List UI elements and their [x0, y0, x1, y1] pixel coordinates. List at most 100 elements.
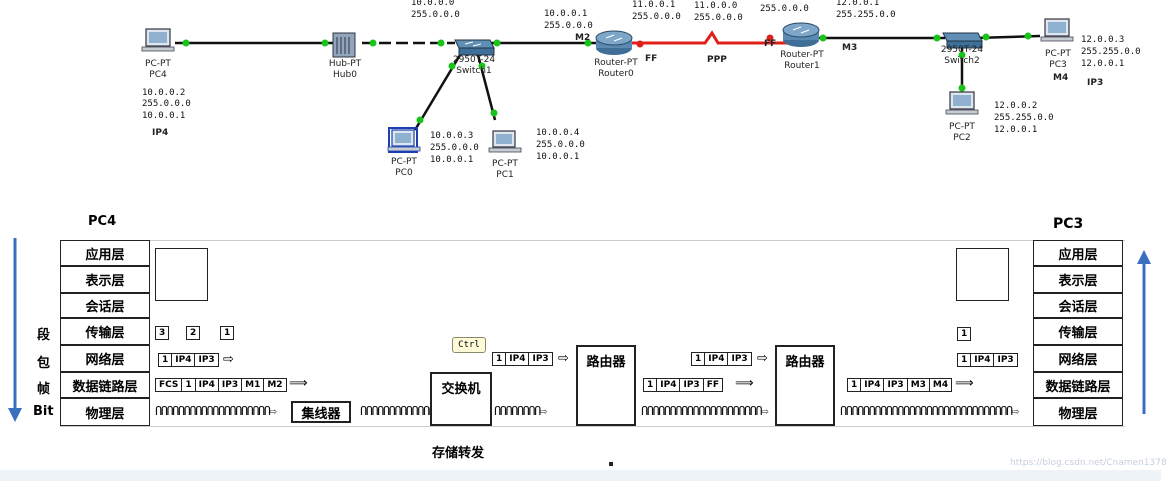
left-layer-application: 应用层 [60, 240, 150, 266]
segment-3: 3 [155, 326, 170, 340]
pc1-icon [488, 130, 522, 153]
side-label-frame: 帧 [37, 382, 51, 397]
hub-device: 集线器 [291, 401, 351, 423]
pc1-name-label: PC1 [496, 170, 514, 180]
pc0-icon [387, 127, 421, 153]
pc1-mask: 255.0.0.0 [536, 140, 585, 150]
pc2-gateway: 12.0.0.1 [994, 125, 1038, 135]
segment-2: 2 [186, 326, 201, 340]
pc4-gateway: 10.0.0.1 [142, 111, 186, 121]
pc3-ip: 12.0.0.3 [1081, 35, 1125, 45]
router0-icon [595, 30, 633, 55]
pc3-type-label: PC-PT [1045, 49, 1071, 59]
packet-mid-arrow-icon: ⇨ [757, 351, 768, 366]
router0-mask: 255.0.0.0 [544, 21, 593, 31]
pc0-type-label: PC-PT [391, 157, 417, 167]
bottom-strip [0, 470, 1161, 481]
pc0-gateway: 10.0.0.1 [430, 155, 474, 165]
switch1-icon [454, 39, 495, 56]
pc2-mask: 255.255.0.0 [994, 113, 1054, 123]
right-layer-application: 应用层 [1033, 240, 1123, 266]
router1-type-label: Router-PT [780, 50, 824, 60]
switch2-type-label: 2950T-24 [940, 45, 984, 55]
frame-left-arrow-icon: ⟹ [289, 376, 308, 391]
segment-1: 1 [220, 326, 235, 340]
ppp-label: PPP [707, 55, 727, 65]
port-indicators [182, 32, 1032, 124]
packet-left-arrow-icon: ⇨ [223, 352, 234, 367]
switch2-icon [942, 32, 983, 49]
frame-top-line [60, 240, 1125, 241]
pc4-name-label: PC4 [149, 70, 167, 80]
left-layer-presentation: 表示层 [60, 266, 150, 293]
router0-port-m2: M2 [575, 33, 591, 43]
watermark: https://blog.csdn.net/Cnamen1378 [1010, 458, 1167, 468]
left-data-box [155, 248, 208, 301]
segment-1-received: 1 [957, 327, 972, 341]
left-layer-session: 会话层 [60, 293, 150, 318]
ppp-mask: 255.0.0.0 [694, 13, 743, 23]
right-layer-presentation: 表示层 [1033, 266, 1123, 293]
hub-icon [332, 32, 356, 58]
pc3-name-label: PC3 [1049, 60, 1067, 70]
frame-right-arrow-icon: ⟹ [955, 376, 974, 391]
router0-wan-mask: 255.0.0.0 [632, 12, 681, 22]
switch1-top-ip: 10.0.0.0 [411, 0, 455, 8]
right-layer-transport: 传输层 [1033, 318, 1123, 345]
pc1-type-label: PC-PT [492, 159, 518, 169]
right-layer-physical: 物理层 [1033, 398, 1123, 426]
dot-mark [609, 462, 613, 466]
caption-store-forward: 存储转发 [432, 446, 485, 461]
right-layer-network: 网络层 [1033, 345, 1123, 372]
pc3-gateway: 12.0.0.1 [1081, 59, 1125, 69]
up-arrow-icon [1137, 250, 1151, 414]
side-label-packet: 包 [37, 356, 51, 371]
pc2-ip: 12.0.0.2 [994, 101, 1038, 111]
bitstream-4: ՈՈՈՈՈՈՈՈՈՈՈՈՈՈՈՈՈՈՈՈՈ⇨ [641, 404, 768, 418]
switch1-name-label: Switch1 [456, 66, 492, 76]
network-topology [141, 18, 1074, 153]
hub-type-label: Hub-PT [328, 59, 362, 69]
pc0-ip: 10.0.0.3 [430, 131, 474, 141]
pc3-mask: 255.255.0.0 [1081, 47, 1141, 57]
router0-name-label: Router0 [598, 69, 634, 79]
pc3-tag: IP3 [1087, 78, 1104, 88]
hub-name-label: Hub0 [333, 70, 357, 80]
pc3-port-m4: M4 [1053, 73, 1069, 83]
switch1-top-mask: 255.0.0.0 [411, 10, 460, 20]
pc2-type-label: PC-PT [949, 122, 975, 132]
pc4-tag: IP4 [152, 128, 169, 138]
down-arrow-icon [8, 238, 22, 422]
frame-bottom-line [60, 426, 1125, 427]
packet-switch-arrow-icon: ⇨ [558, 351, 569, 366]
right-data-box [956, 248, 1009, 301]
pc3-title: PC3 [1053, 216, 1084, 232]
right-layer-datalink: 数据链路层 [1033, 372, 1123, 398]
pc0-name-label: PC0 [395, 168, 413, 178]
bitstream-1: ՈՈՈՈՈՈՈՈՈՈՈՈՈՈՈՈՈՈՈՈ⇨ [155, 404, 277, 418]
router1-wan-mask: 255.0.0.0 [760, 4, 809, 14]
ctrl-tooltip: Ctrl [452, 337, 486, 353]
router0-port-ff: FF [645, 54, 658, 64]
router1-name-label: Router1 [784, 61, 820, 71]
router1-lan-ip: 12.0.0.1 [836, 0, 880, 8]
router1-port-m3: M3 [842, 43, 858, 53]
right-layer-session: 会话层 [1033, 293, 1123, 318]
switch2-name-label: Switch2 [944, 56, 980, 66]
router0-wan-ip: 11.0.0.1 [632, 0, 676, 10]
pc1-gateway: 10.0.0.1 [536, 152, 580, 162]
left-layer-datalink: 数据链路层 [60, 372, 150, 398]
pc2-icon [945, 91, 979, 115]
left-layer-physical: 物理层 [60, 398, 150, 426]
side-label-bit: Bit [33, 404, 54, 419]
router1-port-ff: FF [764, 39, 777, 49]
pc4-ip: 10.0.0.2 [142, 88, 186, 98]
pc4-title: PC4 [88, 214, 117, 229]
pc4-type-label: PC-PT [145, 59, 171, 69]
